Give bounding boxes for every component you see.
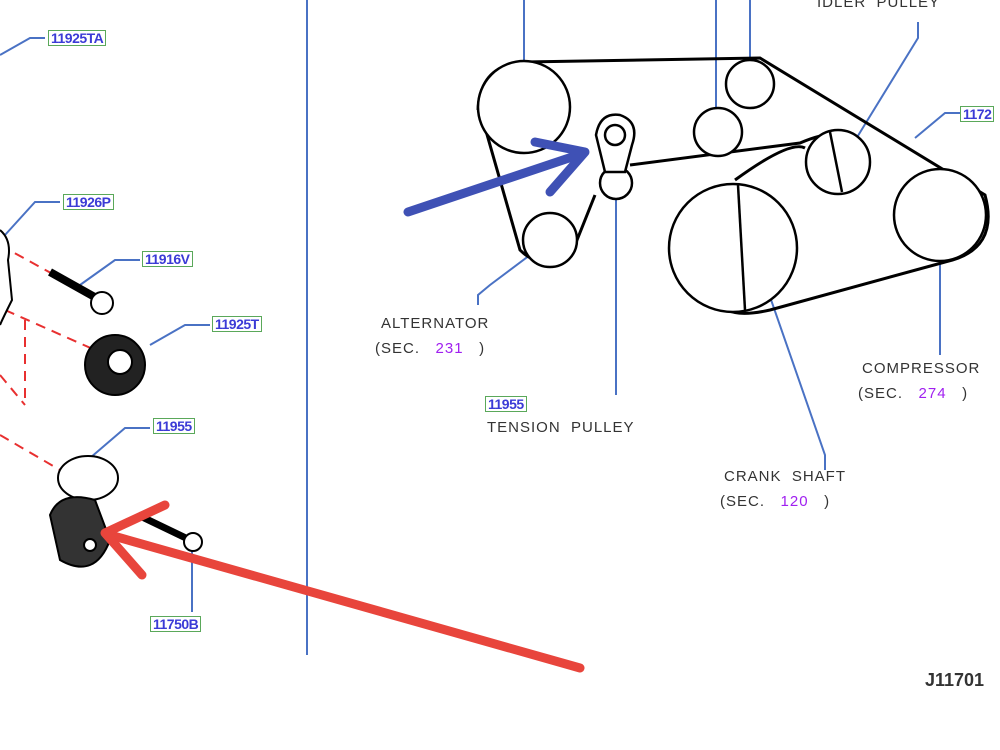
part-number-11955-left[interactable]: 11955 [153,418,195,434]
sec-prefix: (SEC. [375,340,421,357]
part-number-11925ta[interactable]: 11925TA [48,30,107,46]
red-arrow [100,500,585,673]
alternator-label: ALTERNATOR [381,315,490,332]
idler-pulley [804,128,872,196]
sec-prefix: (SEC. [858,385,904,402]
compressor-label: COMPRESSOR [862,360,981,377]
dashed-assembly-lines [0,244,96,471]
alternator-pulley [521,211,579,269]
bracket [0,229,14,326]
bolt-11916v [48,268,102,304]
pulley-small-top [724,58,776,110]
sec-suffix: ) [479,340,486,357]
part-number-11750b[interactable]: 11750B [150,616,202,632]
sec-suffix: ) [824,493,831,510]
sec-suffix: ) [962,385,969,402]
diagram-code: J11701 [925,670,985,690]
crank-pulley [667,182,799,314]
sec-link-120[interactable]: 120 [780,493,809,510]
pulleys [476,58,988,314]
pulley-small [692,106,744,158]
tension-pulley-label: TENSION PULLEY [487,419,635,436]
part-number-11955-right[interactable]: 11955 [485,396,527,412]
compressor-sec: (SEC. 274 ) [858,385,968,402]
compressor-pulley [892,167,988,263]
crank-sec: (SEC. 120 ) [720,493,830,510]
part-number-belt[interactable]: 1172 [960,106,995,122]
left-parts [0,229,203,568]
sec-link-231[interactable]: 231 [435,340,464,357]
part-number-11916v[interactable]: 11916V [142,251,193,267]
crank-shaft-label: CRANK SHAFT [724,468,847,485]
leader-lines [0,0,960,612]
bolt-11750b [136,511,192,544]
alternator-sec: (SEC. 231 ) [375,340,485,357]
sec-prefix: (SEC. [720,493,766,510]
pulley-top-left [476,59,572,155]
idler-pulley-label: IDLER PULLEY [817,0,941,11]
sec-link-274[interactable]: 274 [918,385,947,402]
blue-arrow [403,137,590,217]
part-number-11926p[interactable]: 11926P [63,194,114,210]
tensioner-body [57,455,119,501]
part-number-11925t[interactable]: 11925T [212,316,262,332]
